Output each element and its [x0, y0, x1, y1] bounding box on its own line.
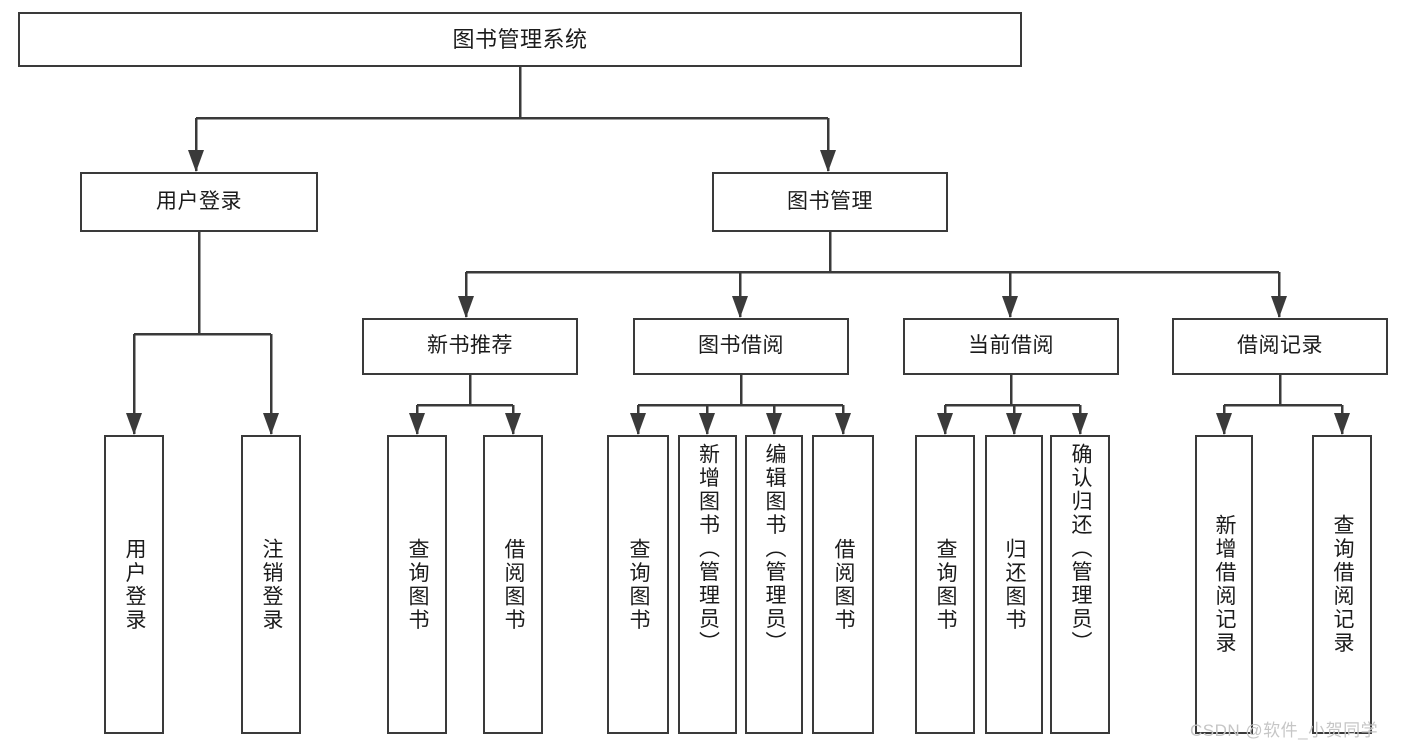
node-borrow-record[interactable]: 借阅记录 — [1172, 318, 1388, 375]
node-leaf-query-book-2[interactable]: 查询图书 — [607, 435, 669, 734]
node-label: 当前借阅 — [968, 334, 1054, 358]
arrowhead-book-borrow-to-leaves-2 — [766, 413, 782, 435]
node-leaf-query-record[interactable]: 查询借阅记录 — [1312, 435, 1372, 734]
node-label: 图书管理 — [787, 189, 873, 213]
node-leaf-query-book-1[interactable]: 查询图书 — [387, 435, 447, 734]
node-label: 新增图书（管理员） — [696, 443, 720, 655]
arrowhead-book-borrow-to-leaves-0 — [630, 413, 646, 435]
arrowhead-borrow-record-to-leaves-0 — [1216, 413, 1232, 435]
node-label: 借阅图书 — [502, 537, 526, 632]
node-book-borrow[interactable]: 图书借阅 — [633, 318, 849, 375]
node-leaf-edit-book[interactable]: 编辑图书（管理员） — [745, 435, 803, 734]
node-leaf-borrow-book-1[interactable]: 借阅图书 — [483, 435, 543, 734]
node-label: 用户登录 — [156, 189, 242, 213]
node-label: 新增借阅记录 — [1213, 514, 1237, 655]
node-label: 查询图书 — [627, 537, 651, 632]
node-label: 编辑图书（管理员） — [763, 443, 787, 655]
node-leaf-query-book-3[interactable]: 查询图书 — [915, 435, 975, 734]
arrowhead-book-borrow-to-leaves-3 — [835, 413, 851, 435]
arrowhead-book-manage-to-level2-1 — [732, 296, 748, 318]
node-label: 图书借阅 — [698, 334, 784, 358]
node-label: 查询借阅记录 — [1331, 514, 1355, 655]
node-label: 借阅图书 — [832, 537, 856, 632]
arrowhead-book-manage-to-level2-3 — [1271, 296, 1287, 318]
arrowhead-root-to-level1-1 — [820, 150, 836, 172]
node-label: 查询图书 — [934, 537, 958, 632]
node-label: 借阅记录 — [1237, 334, 1323, 358]
node-leaf-user-login[interactable]: 用户登录 — [104, 435, 164, 734]
node-label: 用户登录 — [123, 537, 147, 632]
arrowhead-user-login-to-leaves-0 — [126, 413, 142, 435]
node-label: 注销登录 — [260, 537, 284, 632]
node-label: 查询图书 — [406, 537, 430, 632]
node-current-borrow[interactable]: 当前借阅 — [903, 318, 1119, 375]
arrowhead-book-manage-to-level2-2 — [1002, 296, 1018, 318]
node-leaf-confirm-return[interactable]: 确认归还（管理员） — [1050, 435, 1110, 734]
node-root[interactable]: 图书管理系统 — [18, 12, 1022, 67]
node-book-manage[interactable]: 图书管理 — [712, 172, 948, 232]
arrowhead-book-borrow-to-leaves-1 — [699, 413, 715, 435]
node-new-book-rec[interactable]: 新书推荐 — [362, 318, 578, 375]
node-leaf-add-record[interactable]: 新增借阅记录 — [1195, 435, 1253, 734]
node-label: 图书管理系统 — [452, 26, 588, 52]
node-label: 确认归还（管理员） — [1069, 443, 1093, 655]
arrowhead-current-borrow-to-leaves-1 — [1006, 413, 1022, 435]
arrowhead-book-manage-to-level2-0 — [458, 296, 474, 318]
node-leaf-logout[interactable]: 注销登录 — [241, 435, 301, 734]
arrowhead-root-to-level1-0 — [188, 150, 204, 172]
node-label: 新书推荐 — [427, 334, 513, 358]
arrowhead-current-borrow-to-leaves-2 — [1072, 413, 1088, 435]
arrowhead-user-login-to-leaves-1 — [263, 413, 279, 435]
node-leaf-return-book[interactable]: 归还图书 — [985, 435, 1043, 734]
arrowhead-new-book-rec-to-leaves-1 — [505, 413, 521, 435]
node-leaf-add-book[interactable]: 新增图书（管理员） — [678, 435, 737, 734]
arrowhead-new-book-rec-to-leaves-0 — [409, 413, 425, 435]
arrowhead-current-borrow-to-leaves-0 — [937, 413, 953, 435]
node-label: 归还图书 — [1003, 537, 1027, 632]
node-user-login[interactable]: 用户登录 — [80, 172, 318, 232]
node-leaf-borrow-book-2[interactable]: 借阅图书 — [812, 435, 874, 734]
arrowhead-borrow-record-to-leaves-1 — [1334, 413, 1350, 435]
